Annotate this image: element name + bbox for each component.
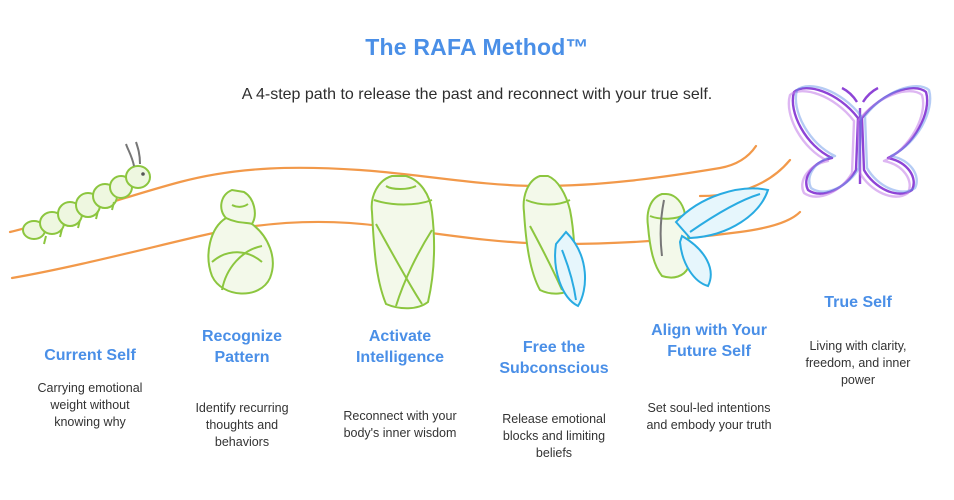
stage-description: Carrying emotional weight without knowin… (37, 381, 143, 429)
butterfly-icon (787, 85, 932, 198)
stage-title: Free the Subconscious (499, 339, 609, 377)
stage-title: Activate Intelligence (355, 328, 445, 366)
stage-description: Identify recurring thoughts and behavior… (195, 401, 289, 449)
stage-description: Release emotional blocks and limiting be… (502, 412, 606, 460)
curled-chrysalis-icon (207, 188, 274, 295)
chrysalis-icon (370, 175, 436, 310)
page-subtitle: A 4-step path to release the past and re… (241, 86, 713, 103)
stage-true-self: True Self Living with clarity, freedom, … (800, 292, 916, 389)
stage-activate-intelligence: Activate Intelligence Reconnect with you… (330, 326, 470, 442)
caterpillar-icon (22, 141, 151, 245)
page-title: The RAFA Method™ (365, 34, 589, 60)
stage-title: Recognize Pattern (201, 328, 282, 366)
stage-description: Reconnect with your body's inner wisdom (343, 409, 457, 440)
stage-title: True Self (824, 294, 892, 311)
stage-title: Align with Your Future Self (651, 322, 767, 360)
stage-recognize-pattern: Recognize Pattern Identify recurring tho… (180, 326, 304, 451)
opening-chrysalis-icon (522, 175, 587, 308)
stage-free-the-subconscious: Free the Subconscious Release emotional … (486, 337, 622, 462)
emerging-butterfly-icon (646, 187, 770, 288)
stage-description: Living with clarity, freedom, and inner … (805, 339, 911, 387)
stage-title: Current Self (44, 347, 136, 364)
stage-current-self: Current Self Carrying emotional weight w… (20, 345, 160, 431)
branch-icon (8, 144, 802, 280)
stage-align-future-self: Align with Your Future Self Set soul-led… (636, 320, 782, 434)
stage-description: Set soul-led intentions and embody your … (646, 401, 772, 432)
